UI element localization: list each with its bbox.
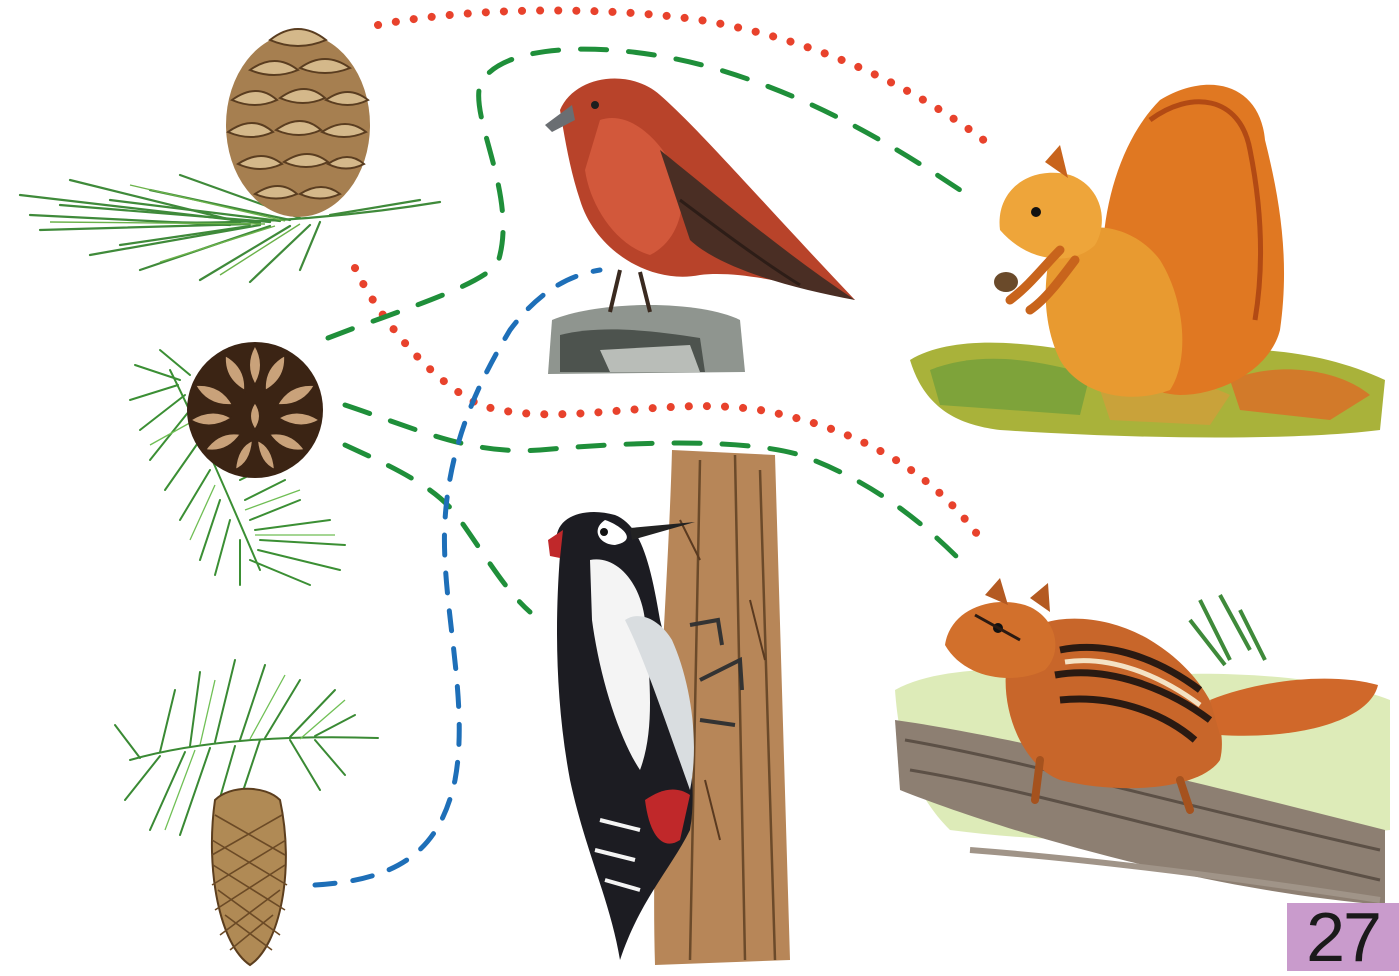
pine-cone-elongated-icon xyxy=(212,789,287,965)
pine-cone-round-icon xyxy=(226,29,370,217)
chipmunk-illustration xyxy=(895,578,1390,905)
larch-cone-illustration xyxy=(130,342,345,585)
crossbill-illustration xyxy=(545,79,855,374)
page-number-badge: 27 xyxy=(1287,903,1399,971)
spruce-cone-illustration xyxy=(115,660,378,965)
rock-icon xyxy=(548,305,745,374)
green-link-larch-to-chipmunk xyxy=(345,405,960,560)
pine-needles-icon xyxy=(20,175,440,282)
siberian-pine-cone-illustration xyxy=(20,29,440,282)
bird-crossbill-icon xyxy=(545,79,855,312)
woodpecker-illustration xyxy=(548,450,790,965)
pine-cone-open-icon xyxy=(187,342,323,478)
green-link-larch-to-woodpecker xyxy=(345,445,530,612)
